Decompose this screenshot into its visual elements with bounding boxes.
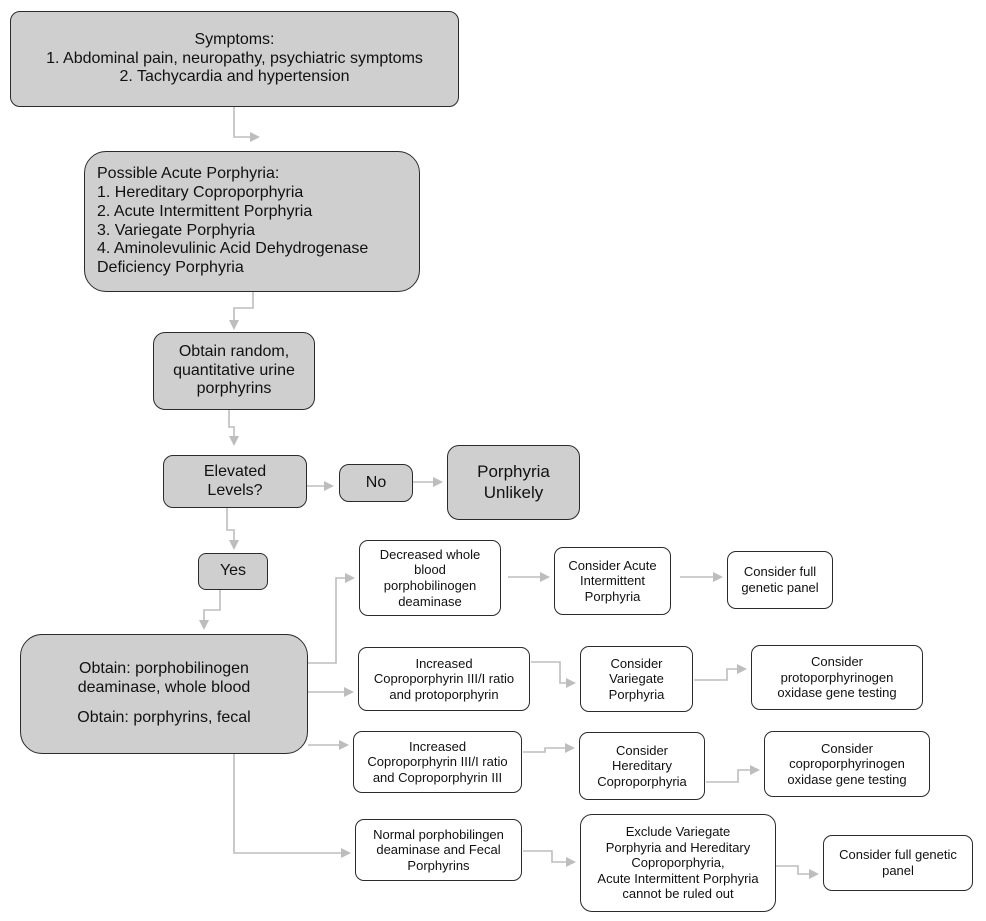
row3-result-box: Increased Coproporphyrin III/I ratio and… [353,731,522,793]
row1-test-line-1: Consider full [743,564,817,580]
unlikely-line-2: Unlikely [483,482,544,502]
row1-test-line-2: genetic panel [741,580,819,595]
no-box: No [339,464,413,502]
no-label: No [365,473,387,491]
row4-test-box: Consider full genetic panel [823,835,973,891]
arrow-row4-consider-to-test [776,865,819,879]
row4-consider-line-4: Acute Intermittent Porphyria [597,870,759,886]
possible-item-4-cont: Deficiency Porphyria [97,259,244,277]
row3-result-line-3: and Coproporphyrin III [372,769,503,785]
row1-result-line-2: blood [414,562,446,578]
row3-consider-line-1: Consider [615,742,669,758]
row4-result-line-3: Porphyrins [407,857,470,873]
row2-result-line-2: Coproporphyrin III/I ratio [373,671,515,687]
row4-consider-line-1: Exclude Variegate [625,824,731,840]
elevated-line-1: Elevated [203,462,267,480]
elevated-levels-box: Elevated Levels? [163,455,307,508]
row3-test-line-3: oxidase gene testing [787,771,907,787]
obtain-urine-line-2: quantitative urine [173,361,295,379]
obtain-blood-line-1: Obtain: porphobilinogen [79,659,249,677]
row2-consider-box: Consider Variegate Porphyria [580,646,693,712]
row3-consider-box: Consider Hereditary Coproporphyria [579,732,705,800]
row4-test-line-1: Consider full genetic [839,847,957,863]
row3-consider-line-3: Coproporphyria [597,773,687,789]
row1-consider-line-3: Porphyria [584,588,641,604]
row2-consider-line-2: Variegate [609,671,664,687]
unlikely-line-1: Porphyria [477,462,550,482]
arrow-row3-result-to-consider [523,743,575,753]
arrow-obtain-to-row4 [233,754,351,858]
row4-result-line-1: Normal porphobilingen [373,826,504,842]
symptoms-line-1: 1. Abdominal pain, neuropathy, psychiatr… [46,49,423,67]
row2-test-line-2: protoporphyrinogen [780,669,894,685]
row1-result-line-1: Decreased whole [379,546,481,562]
arrow-elevated-to-yes [226,508,239,550]
row4-consider-line-2: Porphyria and Hereditary [605,839,751,855]
row2-consider-line-1: Consider [610,655,663,671]
row3-test-line-2: coproporphyrinogen [789,756,905,772]
porphyria-unlikely-box: Porphyria Unlikely [447,445,580,520]
possible-item-4: 4. Aminolevulinic Acid Dehydrogenase [97,240,369,258]
arrow-obtain-to-row1 [308,573,355,664]
row1-result-box: Decreased whole blood porphobilinogen de… [359,540,501,616]
arrow-symptoms-to-possible [233,107,260,142]
row1-test-box: Consider full genetic panel [727,551,833,609]
obtain-fecal-line: Obtain: porphyrins, fecal [77,709,251,727]
symptoms-title: Symptoms: [194,30,275,48]
arrow-row4-result-to-consider [523,850,576,867]
obtain-urine-box: Obtain random, quantitative urine porphy… [153,332,315,410]
row1-consider-line-1: Consider Acute [568,557,657,573]
symptoms-line-2: 2. Tachycardia and hypertension [119,68,350,86]
row4-consider-box: Exclude Variegate Porphyria and Heredita… [580,814,776,912]
arrow-row3-consider-to-test [706,765,760,783]
possible-title: Possible Acute Porphyria: [97,164,280,182]
row4-result-line-2: deaminase and Fecal [376,842,501,858]
possible-item-2: 2. Acute Intermittent Porphyria [97,202,313,220]
row2-test-line-3: oxidase gene testing [777,685,897,701]
row3-result-line-1: Increased [408,738,467,754]
row4-consider-line-3: Coproporphyria, [631,855,725,871]
row2-test-box: Consider protoporphyrinogen oxidase gene… [751,645,923,710]
obtain-urine-line-1: Obtain random, [178,342,290,360]
row3-test-line-1: Consider [820,740,874,756]
row2-result-line-1: Increased [415,655,473,671]
row2-result-line-3: and protoporphyrin [389,686,499,702]
row1-result-line-3: porphobilinogen [383,578,477,593]
obtain-blood-line-2: deaminase, whole blood [77,678,251,696]
symptoms-box: Symptoms: 1. Abdominal pain, neuropathy,… [10,11,459,107]
row2-result-box: Increased Coproporphyrin III/I ratio and… [358,647,530,711]
row1-result-line-4: deaminase [398,593,462,609]
row4-consider-line-5: cannot be ruled out [622,886,734,902]
yes-label: Yes [219,562,247,580]
obtain-urine-line-3: porphyrins [196,380,272,398]
elevated-line-2: Levels? [207,481,263,499]
possible-item-3: 3. Variegate Porphyria [97,221,256,239]
possible-item-1: 1. Hereditary Coproporphyria [97,183,304,201]
row2-consider-line-3: Porphyria [608,686,665,702]
arrow-possible-to-obtain-urine [229,292,254,330]
row2-test-line-1: Consider [810,654,864,670]
row3-test-box: Consider coproporphyrinogen oxidase gene… [764,731,930,797]
arrow-row2-consider-to-test [694,664,747,681]
obtain-blood-fecal-box: Obtain: porphobilinogen deaminase, whole… [20,634,308,754]
yes-box: Yes [198,553,268,590]
row4-test-line-2: panel [882,863,914,878]
row3-result-line-2: Coproporphyrin III/I ratio [367,754,508,770]
arrow-yes-to-obtain-blood [199,590,221,630]
possible-porphyria-box: Possible Acute Porphyria: 1. Hereditary … [84,151,420,292]
arrow-row2-result-to-consider [531,661,576,688]
row3-consider-line-2: Hereditary [612,758,672,774]
row4-result-box: Normal porphobilingen deaminase and Feca… [355,819,522,881]
row1-consider-box: Consider Acute Intermittent Porphyria [554,547,671,615]
row1-consider-line-2: Intermittent [579,573,646,589]
arrow-obtain-urine-to-elevated [228,410,239,446]
